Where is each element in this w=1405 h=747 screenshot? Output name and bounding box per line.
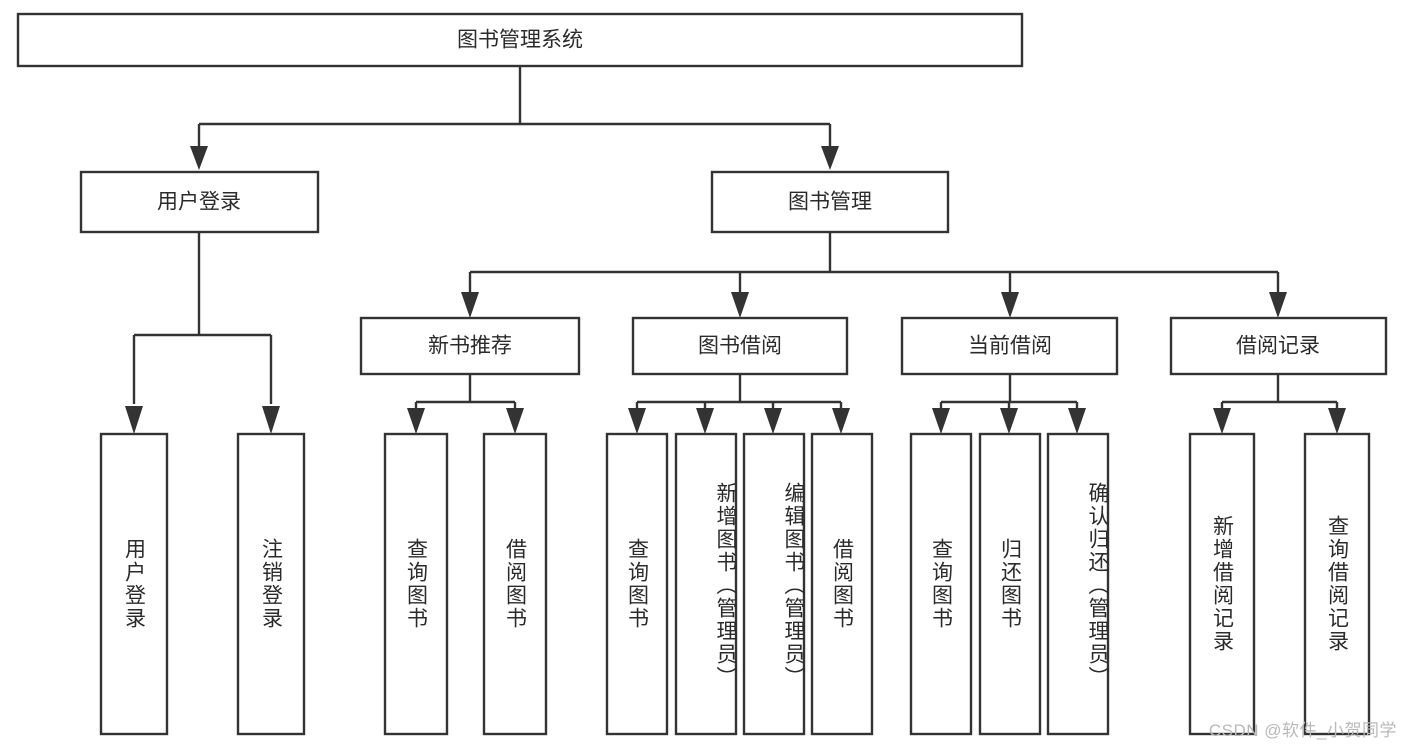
arrow-current-borrow-c1 <box>932 408 950 434</box>
leaf-box-query-book-1[interactable] <box>383 432 449 736</box>
node-book-borrow[interactable] <box>631 316 849 376</box>
node-new-book-recommend[interactable] <box>359 316 581 376</box>
arrow-book-borrow-c4 <box>832 408 850 434</box>
arrow-new-book-right <box>506 408 524 434</box>
leaf-box-logout-login[interactable] <box>236 432 306 736</box>
arrow-to-borrow-record <box>1269 292 1287 318</box>
leaf-box-add-record[interactable] <box>1188 432 1256 736</box>
node-label-borrow-record: 借阅记录 <box>1236 335 1320 358</box>
leaf-box-user-login[interactable] <box>99 432 169 736</box>
node-label-book-management: 图书管理 <box>788 191 872 214</box>
node-borrow-record[interactable] <box>1169 316 1388 376</box>
arrow-to-current-borrow <box>1001 292 1019 318</box>
node-user-login[interactable] <box>79 170 320 234</box>
leaf-box-query-book-2[interactable] <box>605 432 669 736</box>
arrow-new-book-left <box>407 408 425 434</box>
leaf-box-query-book-3[interactable] <box>909 432 973 736</box>
leaf-box-add-book[interactable] <box>674 432 738 736</box>
arrow-user-login-right <box>262 406 280 434</box>
arrow-current-borrow-c3 <box>1068 408 1086 434</box>
leaf-box-borrow-book-2[interactable] <box>810 432 874 736</box>
arrow-borrow-record-left <box>1213 408 1231 434</box>
node-label-new-book-recommend: 新书推荐 <box>428 335 512 358</box>
leaf-box-borrow-book-1[interactable] <box>482 432 548 736</box>
arrow-root-to-user-login <box>190 146 208 170</box>
arrow-current-borrow-c2 <box>1000 408 1018 434</box>
node-book-management[interactable] <box>710 170 950 234</box>
node-label-user-login: 用户登录 <box>157 191 241 214</box>
leaf-box-confirm-return[interactable] <box>1046 432 1110 736</box>
node-label-book-borrow: 图书借阅 <box>698 335 782 358</box>
arrow-to-book-borrow <box>731 292 749 318</box>
node-label-current-borrow: 当前借阅 <box>968 335 1052 358</box>
node-label-root: 图书管理系统 <box>457 29 583 52</box>
arrow-root-to-book-mgmt <box>821 146 839 170</box>
arrow-borrow-record-right <box>1328 408 1346 434</box>
connector-group <box>125 66 1346 434</box>
node-current-borrow[interactable] <box>900 316 1119 376</box>
arrow-book-borrow-c1 <box>628 408 646 434</box>
arrow-to-new-book <box>461 292 479 318</box>
arrow-book-borrow-c2 <box>696 408 714 434</box>
arrow-user-login-left <box>125 406 143 434</box>
node-book-management-system[interactable] <box>16 12 1024 68</box>
leaf-box-edit-book[interactable] <box>742 432 806 736</box>
leaf-box-return-book[interactable] <box>978 432 1042 736</box>
csdn-watermark: CSDN @软件_小贺同学 <box>1208 721 1397 740</box>
arrow-book-borrow-c3 <box>764 408 782 434</box>
leaf-box-query-record[interactable] <box>1303 432 1371 736</box>
